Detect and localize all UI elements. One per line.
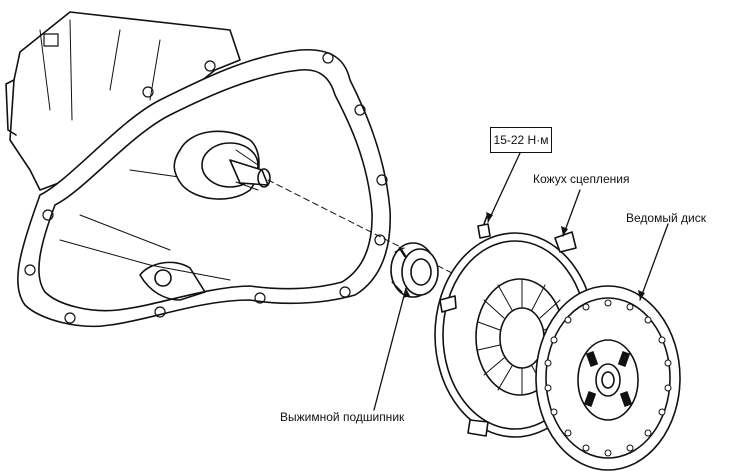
torque-label: 15-22 Н·м [490,127,552,153]
leader-lines [373,152,669,411]
bolt [477,215,491,239]
driven-disc [535,285,681,471]
clutch-cover-label: Кожух сцепления [533,172,630,186]
release-bearing-label: Выжимной подшипник [280,410,405,424]
release-bearing [390,242,439,298]
disc-leader [639,223,669,301]
input-shaft [173,130,271,200]
torque-leader [487,152,521,223]
driven-disc-label: Ведомый диск [626,211,706,225]
bearing-leader [373,287,407,411]
